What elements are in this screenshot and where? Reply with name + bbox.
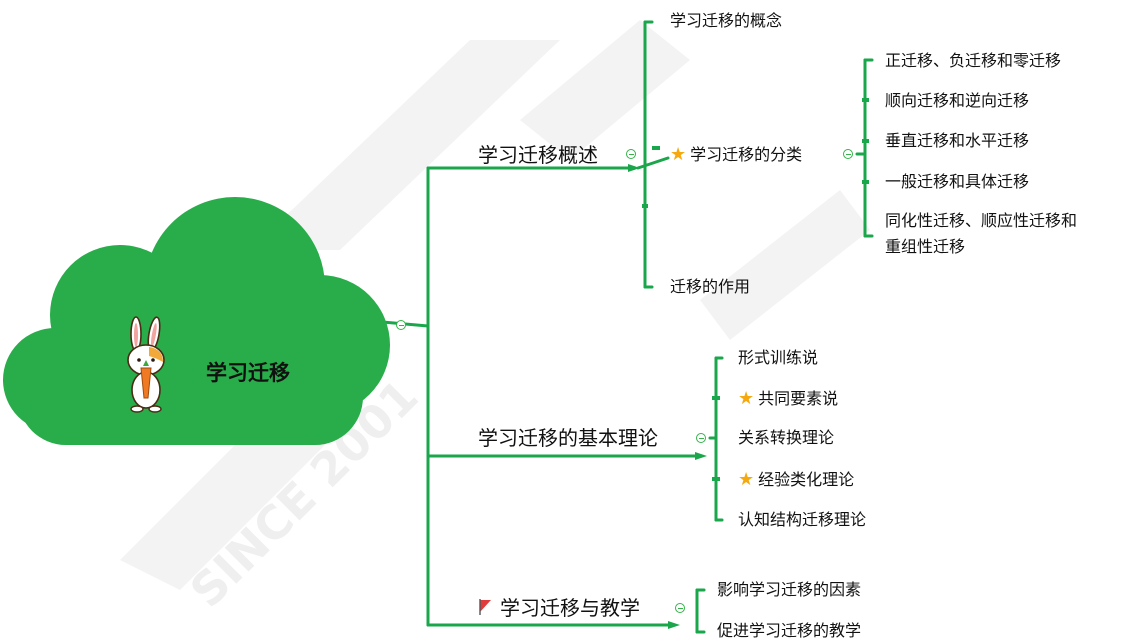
node-identical-elements[interactable]: ★共同要素说 (738, 390, 838, 408)
branch-overview[interactable]: 学习迁移概述 (478, 143, 598, 167)
star-icon: ★ (738, 388, 755, 409)
node-identical-elements-label: 共同要素说 (758, 389, 839, 408)
node-classification-label: 学习迁移的分类 (690, 145, 803, 164)
node-relational-transfer[interactable]: 关系转换理论 (738, 428, 835, 447)
branch-teaching[interactable]: 学习迁移与教学 (478, 598, 640, 618)
node-class-1[interactable]: 正迁移、负迁移和零迁移 (885, 51, 1062, 70)
node-cognitive-structure[interactable]: 认知结构迁移理论 (738, 510, 867, 529)
branch-teaching-collapse[interactable] (675, 603, 685, 613)
node-influencing-factors[interactable]: 影响学习迁移的因素 (717, 580, 862, 599)
root-cloud (3, 197, 390, 445)
star-icon: ★ (738, 469, 755, 490)
node-generalization[interactable]: ★经验类化理论 (738, 471, 854, 489)
node-class-4[interactable]: 一般迁移和具体迁移 (885, 172, 1030, 191)
node-function[interactable]: 迁移的作用 (670, 277, 751, 296)
branch-theories[interactable]: 学习迁移的基本理论 (478, 426, 658, 450)
node-class-3[interactable]: 垂直迁移和水平迁移 (885, 131, 1030, 150)
node-promoting-teaching[interactable]: 促进学习迁移的教学 (717, 621, 862, 640)
node-class-5-line-2: 重组性迁移 (885, 237, 966, 256)
star-icon: ★ (670, 144, 687, 165)
root-title: 学习迁移 (206, 361, 290, 385)
node-classification[interactable]: ★学习迁移的分类 (670, 146, 802, 164)
root-collapse-button[interactable] (396, 320, 406, 330)
rabbit-mascot-icon (127, 316, 165, 413)
node-class-2[interactable]: 顺向迁移和逆向迁移 (885, 91, 1030, 110)
flag-icon (479, 599, 491, 615)
node-class-5-line-1: 同化性迁移、顺应性迁移和 (885, 211, 1078, 230)
node-classification-collapse[interactable] (843, 149, 853, 159)
node-formal-training[interactable]: 形式训练说 (738, 348, 819, 367)
branch-overview-collapse[interactable] (626, 149, 636, 159)
node-generalization-label: 经验类化理论 (758, 470, 855, 489)
branch-teaching-label: 学习迁移与教学 (500, 596, 640, 620)
node-class-5[interactable]: 同化性迁移、顺应性迁移和 重组性迁移 (885, 208, 1077, 260)
branch-theories-collapse[interactable] (696, 433, 706, 443)
node-concept[interactable]: 学习迁移的概念 (670, 11, 783, 30)
